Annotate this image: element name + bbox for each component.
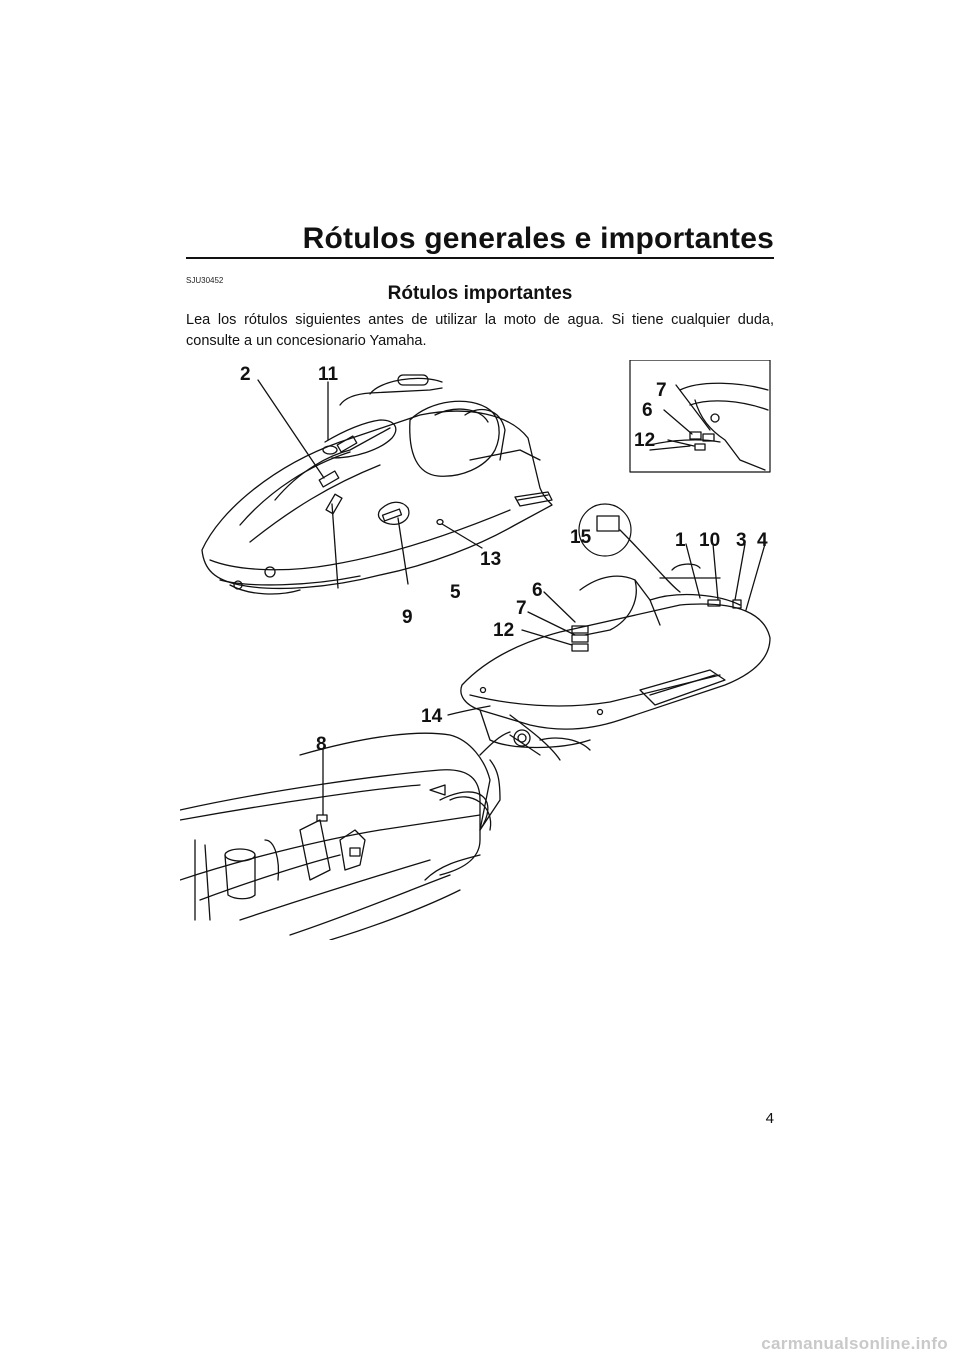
section-heading: Rótulos importantes (387, 283, 573, 304)
rear-watercraft-drawing (460, 563, 771, 761)
callout-7-rear: 7 (516, 598, 527, 619)
callout-15: 15 (570, 527, 592, 548)
title-rule (186, 257, 774, 259)
storage-compartment-drawing (180, 731, 511, 940)
callout-12-inset: 12 (634, 430, 655, 451)
callout-9: 9 (402, 607, 413, 628)
figure-drawing: 2 11 13 5 9 7 6 12 15 1 10 3 4 6 7 12 14… (180, 360, 771, 940)
callout-2: 2 (240, 364, 251, 385)
inset-seat-drawing (649, 382, 769, 471)
callout-1: 1 (675, 530, 686, 551)
label-15-magnifier (578, 503, 632, 557)
callout-14: 14 (421, 706, 443, 727)
callout-6-inset: 6 (642, 400, 653, 421)
callout-6-rear: 6 (532, 580, 543, 601)
page-number: 4 (765, 1110, 774, 1127)
callout-10: 10 (699, 530, 720, 551)
callout-4: 4 (757, 530, 768, 551)
page-title: Rótulos generales e importantes (302, 222, 774, 255)
watercraft-label-figure: 2 11 13 5 9 7 6 12 15 1 10 3 4 6 7 12 14… (180, 360, 780, 940)
callout-11: 11 (318, 364, 339, 385)
callout-5: 5 (450, 582, 461, 603)
callout-8: 8 (316, 734, 327, 755)
section-code: SJU30452 (186, 276, 224, 285)
callout-12-rear: 12 (493, 620, 514, 641)
intro-text: Lea los rótulos siguientes antes de util… (186, 312, 774, 349)
callout-7-inset: 7 (656, 380, 667, 401)
callout-3: 3 (736, 530, 747, 551)
watermark: carmanualsonline.info (761, 1334, 948, 1353)
front-watercraft-drawing (201, 374, 553, 595)
callout-13: 13 (480, 549, 501, 570)
